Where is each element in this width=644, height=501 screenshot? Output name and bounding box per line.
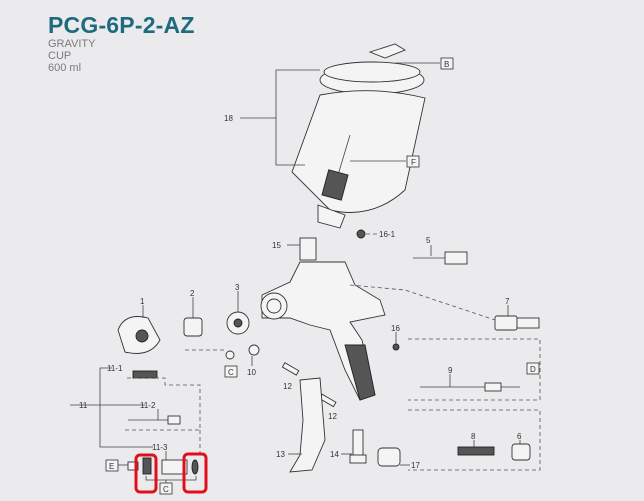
label-14: 14 (330, 450, 339, 459)
label-6: 6 (517, 432, 522, 441)
label-10: 10 (247, 368, 256, 377)
valve-11-3 (127, 457, 199, 475)
label-11-1: 11-1 (107, 364, 123, 373)
part-17 (377, 447, 401, 467)
spring-11-1 (132, 370, 158, 379)
part-14 (349, 429, 367, 464)
label-17: 17 (411, 461, 420, 470)
part-10 (248, 344, 260, 356)
callout-e: E (109, 462, 114, 471)
gun-body (260, 261, 386, 401)
part-5 (413, 245, 468, 265)
air-cap-1 (117, 316, 161, 354)
label-11-2: 11-2 (140, 401, 156, 410)
callout-d: D (530, 365, 536, 374)
highlight-box-left (134, 453, 158, 494)
part-15 (299, 237, 317, 261)
label-12b: 12 (328, 412, 337, 421)
part-7 (494, 315, 540, 331)
label-2: 2 (190, 289, 195, 298)
pin-12 (281, 362, 300, 376)
label-16-1: 16-1 (379, 230, 396, 239)
spring-8 (457, 446, 495, 456)
model-title: PCG-6P-2-AZ (48, 12, 195, 38)
label-1: 1 (140, 297, 145, 306)
label-13: 13 (276, 450, 285, 459)
label-15: 15 (272, 241, 281, 250)
nozzle-2 (183, 317, 203, 337)
label-5: 5 (426, 236, 431, 245)
callout-b: B (444, 60, 449, 69)
label-11-3: 11-3 (152, 443, 168, 452)
label-9: 9 (448, 366, 453, 375)
trigger-13 (289, 377, 326, 473)
subtitle-gravity: GRAVITY (48, 38, 96, 50)
cup (240, 69, 426, 229)
highlight-box-right (182, 452, 208, 494)
knob-6 (511, 443, 531, 461)
label-8: 8 (471, 432, 476, 441)
subtitle-cup: CUP (48, 50, 72, 62)
label-12a: 12 (283, 382, 292, 391)
needle-9 (420, 382, 520, 392)
callout-f: F (411, 158, 416, 167)
needle-11-2 (128, 415, 181, 425)
subtitle-capacity: 600 ml (48, 62, 82, 74)
cup-lid (319, 43, 440, 95)
part-16-1 (356, 229, 366, 239)
label-3: 3 (235, 283, 240, 292)
label-18: 18 (224, 114, 233, 123)
label-16: 16 (391, 324, 400, 333)
label-11: 11 (79, 401, 88, 410)
part-16 (392, 343, 400, 351)
callout-c2: C (163, 485, 169, 494)
label-7: 7 (505, 297, 510, 306)
callout-c: C (228, 368, 234, 377)
